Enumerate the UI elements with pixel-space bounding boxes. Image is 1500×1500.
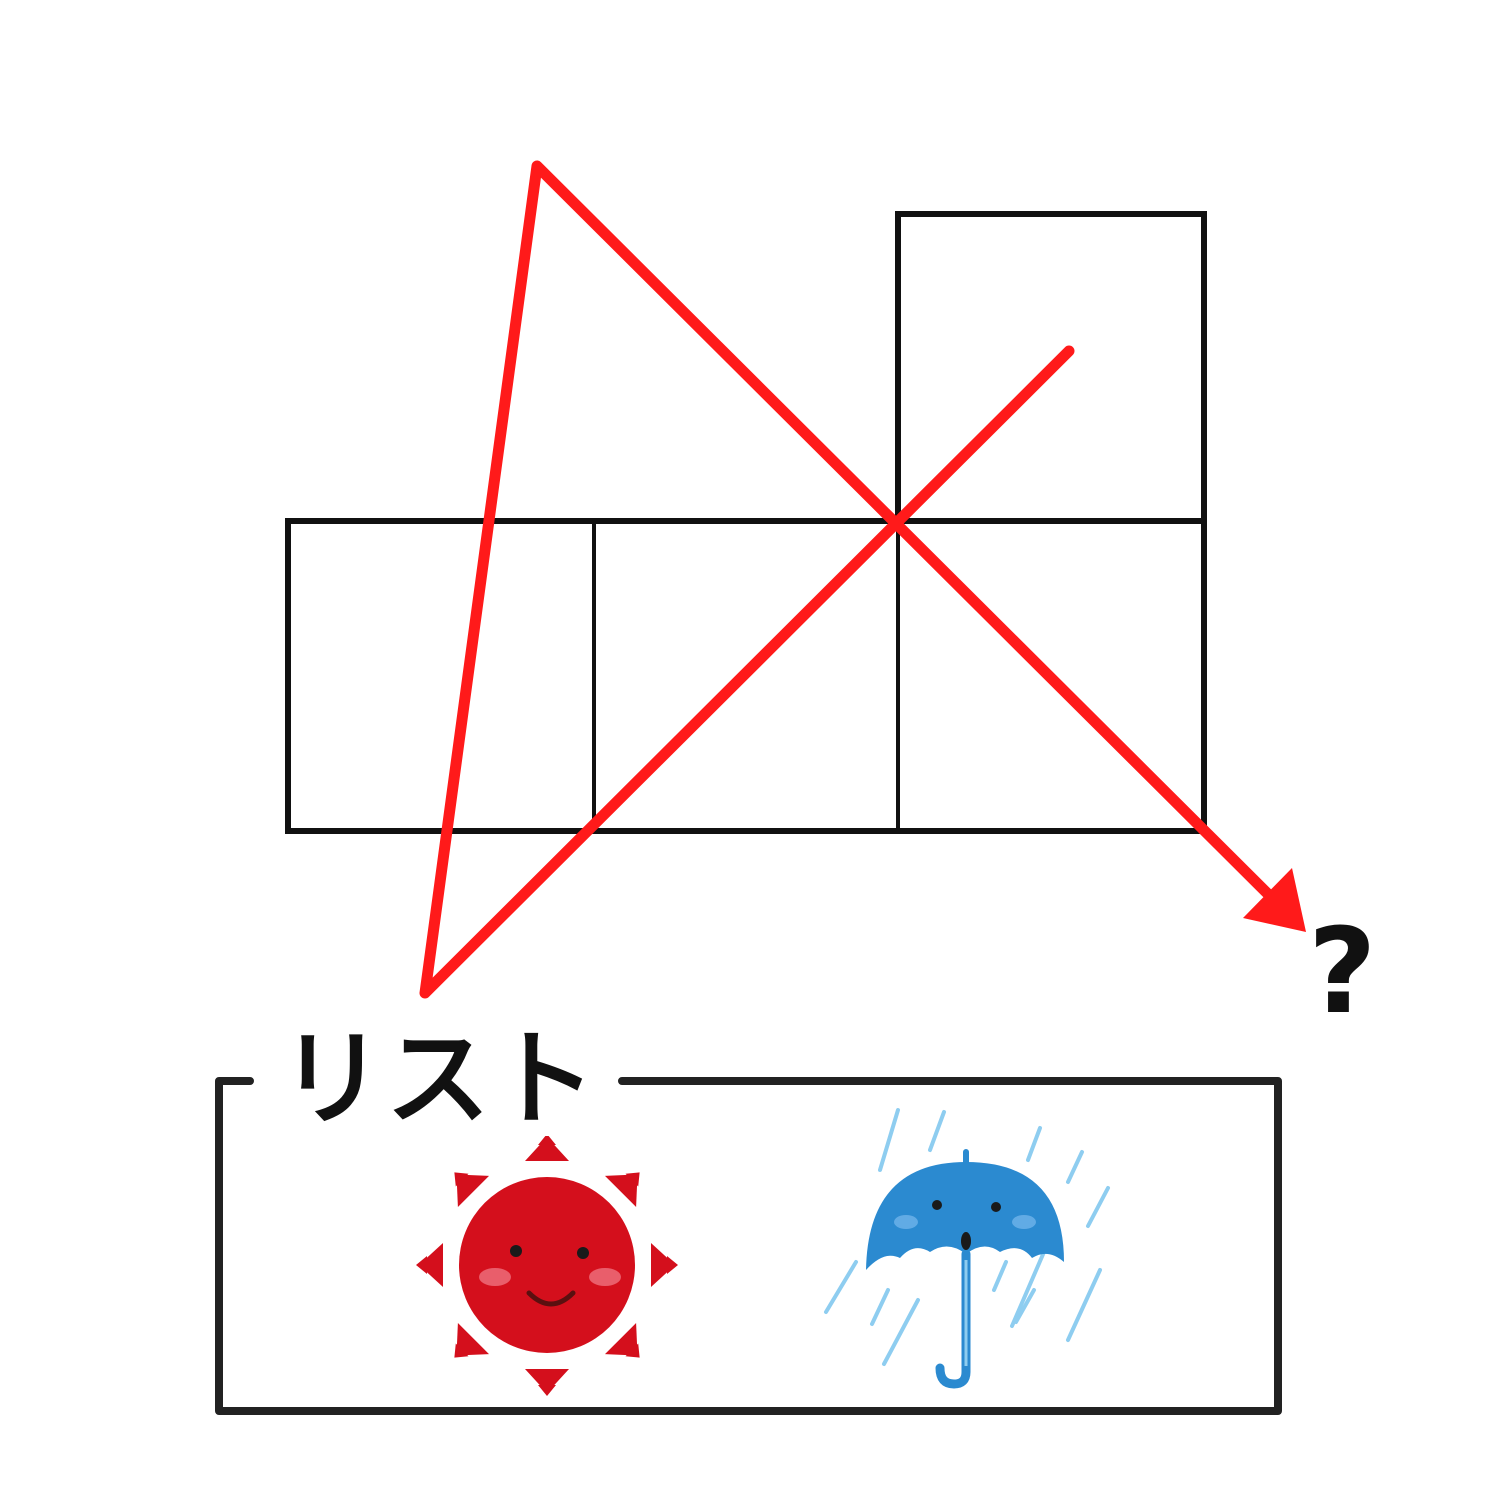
- question-mark: ?: [1308, 902, 1377, 1040]
- red-path-line: [419, 160, 1284, 999]
- grid: [285, 211, 1207, 834]
- arrowhead-icon: [1243, 868, 1306, 932]
- sun-icon: [416, 1134, 678, 1396]
- red-path: [419, 160, 1306, 999]
- list-title: リスト: [268, 1022, 611, 1136]
- list-box: [215, 1077, 1282, 1415]
- umbrella-rain-icon: [824, 1108, 1110, 1389]
- grid-row-outline: [285, 518, 1207, 834]
- list-box-frame: [215, 1077, 1282, 1415]
